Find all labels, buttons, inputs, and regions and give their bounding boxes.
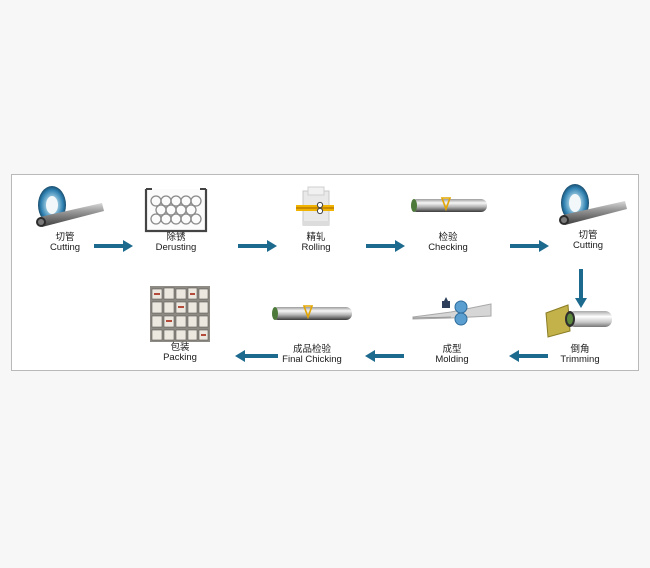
trimming-tool-icon — [545, 304, 612, 338]
step-final-checking: 成品检验 Final Chicking — [267, 299, 357, 365]
step-label-en: Trimming — [560, 354, 600, 365]
step-checking: 检验 Checking — [403, 189, 493, 253]
derusting-tank-icon — [144, 188, 208, 233]
step-rolling: 精轧 Rolling — [271, 185, 361, 253]
final-check-tube-icon — [272, 305, 352, 320]
step-label-en: Packing — [163, 352, 197, 363]
process-flow-panel: 切管 Cutting 除锈 Derusting — [11, 174, 639, 371]
arrow-right-icon — [366, 240, 405, 252]
step-label-en: Molding — [435, 354, 469, 365]
step-label-en: Cutting — [572, 240, 604, 251]
step-cutting-1: 切管 Cutting — [20, 181, 110, 253]
step-label-en: Cutting — [49, 242, 81, 253]
packing-photo-icon — [150, 286, 210, 342]
step-label-zh: 除锈 — [166, 232, 186, 243]
step-label-zh: 精轧 — [306, 232, 326, 243]
arrow-left-icon — [365, 350, 404, 362]
step-derusting: 除锈 Derusting — [131, 183, 221, 253]
arrow-left-icon — [235, 350, 278, 362]
arrow-left-icon — [509, 350, 548, 362]
checking-tube-icon — [411, 197, 487, 212]
arrow-right-icon — [94, 240, 133, 252]
step-packing: 包装 Packing — [135, 285, 225, 363]
step-trimming: 倒角 Trimming — [535, 297, 625, 365]
step-label-zh: 切管 — [55, 232, 75, 243]
step-label-en: Rolling — [301, 242, 331, 253]
step-label-en: Derusting — [155, 242, 197, 253]
cutting-saw-icon — [559, 184, 627, 225]
cutting-saw-icon — [36, 186, 104, 227]
step-label-zh: 成品检验 — [292, 344, 331, 355]
step-cutting-2: 切管 Cutting — [543, 179, 633, 251]
arrow-right-icon — [238, 240, 277, 252]
step-label-en: Checking — [428, 242, 468, 253]
step-label-zh: 切管 — [578, 230, 598, 241]
step-label-zh: 包装 — [170, 342, 190, 353]
arrow-right-icon — [510, 240, 549, 252]
step-label-en: Final Chicking — [282, 354, 342, 365]
step-label-zh: 检验 — [438, 232, 458, 243]
step-molding: 成型 Molding — [407, 291, 497, 365]
step-label-zh: 成型 — [442, 344, 462, 355]
molding-rollers-icon — [412, 297, 492, 326]
arrow-down-icon — [575, 269, 587, 308]
step-label-zh: 倒角 — [570, 344, 590, 355]
rolling-die-icon — [296, 186, 334, 226]
